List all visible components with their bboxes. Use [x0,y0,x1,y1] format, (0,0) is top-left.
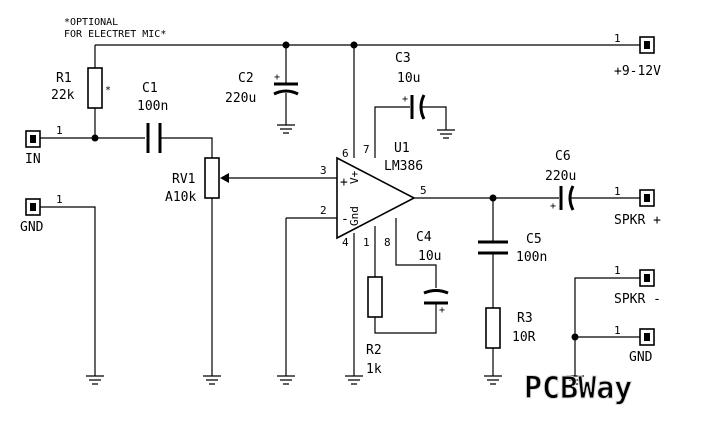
r1-ref: R1 [56,71,72,86]
u1-pin5: 5 [420,184,427,197]
u1-pin7: 7 [363,143,370,156]
note-optional: *OPTIONAL [64,17,118,28]
u1-value: LM386 [384,159,423,174]
input-label: IN [25,152,41,167]
u1-pin1: 1 [363,236,370,249]
vcc-pin-number: 1 [614,32,621,45]
capacitor-c2: + C2 220u [225,45,299,125]
u1-noninv: + [340,175,348,190]
input-gnd-label: GND [20,220,44,235]
u1-ref: U1 [394,141,410,156]
capacitor-c5: C5 100n [478,194,547,308]
c2-polarity: + [274,72,280,83]
input-gnd-connector: 1 GND [20,193,96,376]
out-gnd-pin-number: 1 [614,324,621,337]
capacitor-c6: + C6 220u [493,149,640,212]
spkr-pos-label: SPKR + [614,213,661,228]
c1-value: 100n [137,99,168,114]
vcc-label: +9-12V [614,64,661,79]
c3-ref: C3 [395,51,411,66]
c5-value: 100n [516,250,547,265]
vcc-connector: 1 +9-12V [614,32,661,79]
r2-ref: R2 [366,343,382,358]
c3-value: 10u [397,71,420,86]
u1-pin8: 8 [384,236,391,249]
capacitor-c4: + C4 10u [416,230,449,316]
capacitor-c3: + C3 10u [374,51,447,158]
u1-inv: - [341,212,349,227]
r3-value: 10R [512,330,536,345]
note-electret: FOR ELECTRET MIC* [64,29,166,40]
c2-value: 220u [225,91,256,106]
resistor-r2: R2 1k [366,246,437,377]
u1-pin6: 6 [342,147,349,160]
r1-value: 22k [51,88,75,103]
c4-polarity: + [439,305,445,316]
spkr-neg-label: SPKR - [614,292,661,307]
r2-value: 1k [366,362,382,377]
capacitor-c1: C1 100n [137,81,213,158]
rv1-value: A10k [165,190,196,205]
u1-pin4: 4 [342,236,349,249]
watermark-logo: PCBWay [524,371,632,406]
potentiometer-rv1: RV1 A10k [165,157,337,376]
c1-ref: C1 [142,81,158,96]
u1-pin2: 2 [320,204,327,217]
ground-icon [86,124,584,385]
c3-polarity: + [402,94,408,105]
input-connector: 1 IN [25,124,145,167]
c6-ref: C6 [555,149,571,164]
spkr-pos-connector: 1 SPKR + [614,185,661,228]
c4-ref: C4 [416,230,432,245]
u1-pin3: 3 [320,164,327,177]
input-gnd-pin-number: 1 [56,193,63,206]
supply-rail [94,41,640,158]
spkr-pos-pin-number: 1 [614,185,621,198]
c6-polarity: + [550,201,556,212]
spkr-neg-connector: 1 SPKR - [571,264,661,376]
c6-value: 220u [545,169,576,184]
rv1-ref: RV1 [172,172,195,187]
c5-ref: C5 [526,232,542,247]
resistor-r1: R1 22k * [51,67,111,138]
out-gnd-label: GND [629,350,653,365]
r1-mark: * [105,85,111,96]
u1-vplus: V+ [348,170,361,184]
amplifier-u1: 3 2 6 7 5 4 1 8 + - V+ Gnd U1 LM386 [285,141,493,376]
out-gnd-connector: 1 GND [575,324,655,365]
c2-ref: C2 [238,71,254,86]
input-pin-number: 1 [56,124,63,137]
c4-value: 10u [418,249,441,264]
u1-gnd: Gnd [348,206,361,226]
spkr-neg-pin-number: 1 [614,264,621,277]
resistor-r3: R3 10R [485,307,536,376]
r3-ref: R3 [517,311,533,326]
